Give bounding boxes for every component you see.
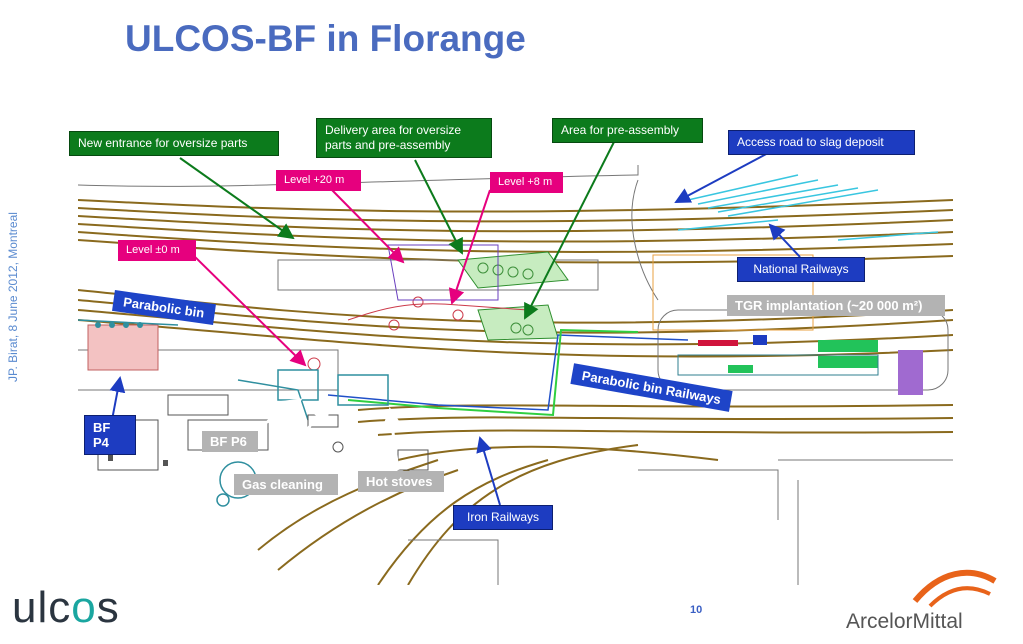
arcelormittal-swoosh-icon [912,569,997,608]
site-plan-map [78,160,953,585]
ulcos-logo-o: o [71,583,97,632]
hot-stoves-callout: Hot stoves [358,471,444,492]
level-0-label: Level ±0 m [118,240,196,261]
ulcos-logo-prefix: ulc [12,583,72,632]
tgr-implantation-callout: TGR implantation (~20 000 m²) [727,295,945,316]
national-railways-callout: National Railways [737,257,865,282]
ulcos-logo-suffix: s [96,583,120,632]
ulcos-logo: ulcos [12,583,120,633]
new-entrance-callout: New entrance for oversize parts [69,131,279,156]
gas-cleaning-callout: Gas cleaning [234,474,338,495]
pre-assembly-callout: Area for pre-assembly [552,118,703,143]
iron-railways-callout: Iron Railways [453,505,553,530]
arcelormittal-logo: ArcelorMittal [846,610,963,633]
bf-p6-callout: BF P6 [202,431,258,452]
delivery-area-callout: Delivery area for oversize parts and pre… [316,118,492,158]
slide-title: ULCOS-BF in Florange [125,18,526,59]
level-20-label: Level +20 m [276,170,361,191]
level-8-label: Level +8 m [490,172,563,193]
page-number: 10 [690,604,703,616]
access-road-callout: Access road to slag deposit [728,130,915,155]
bf-p4-callout: BF P4 [84,415,136,455]
